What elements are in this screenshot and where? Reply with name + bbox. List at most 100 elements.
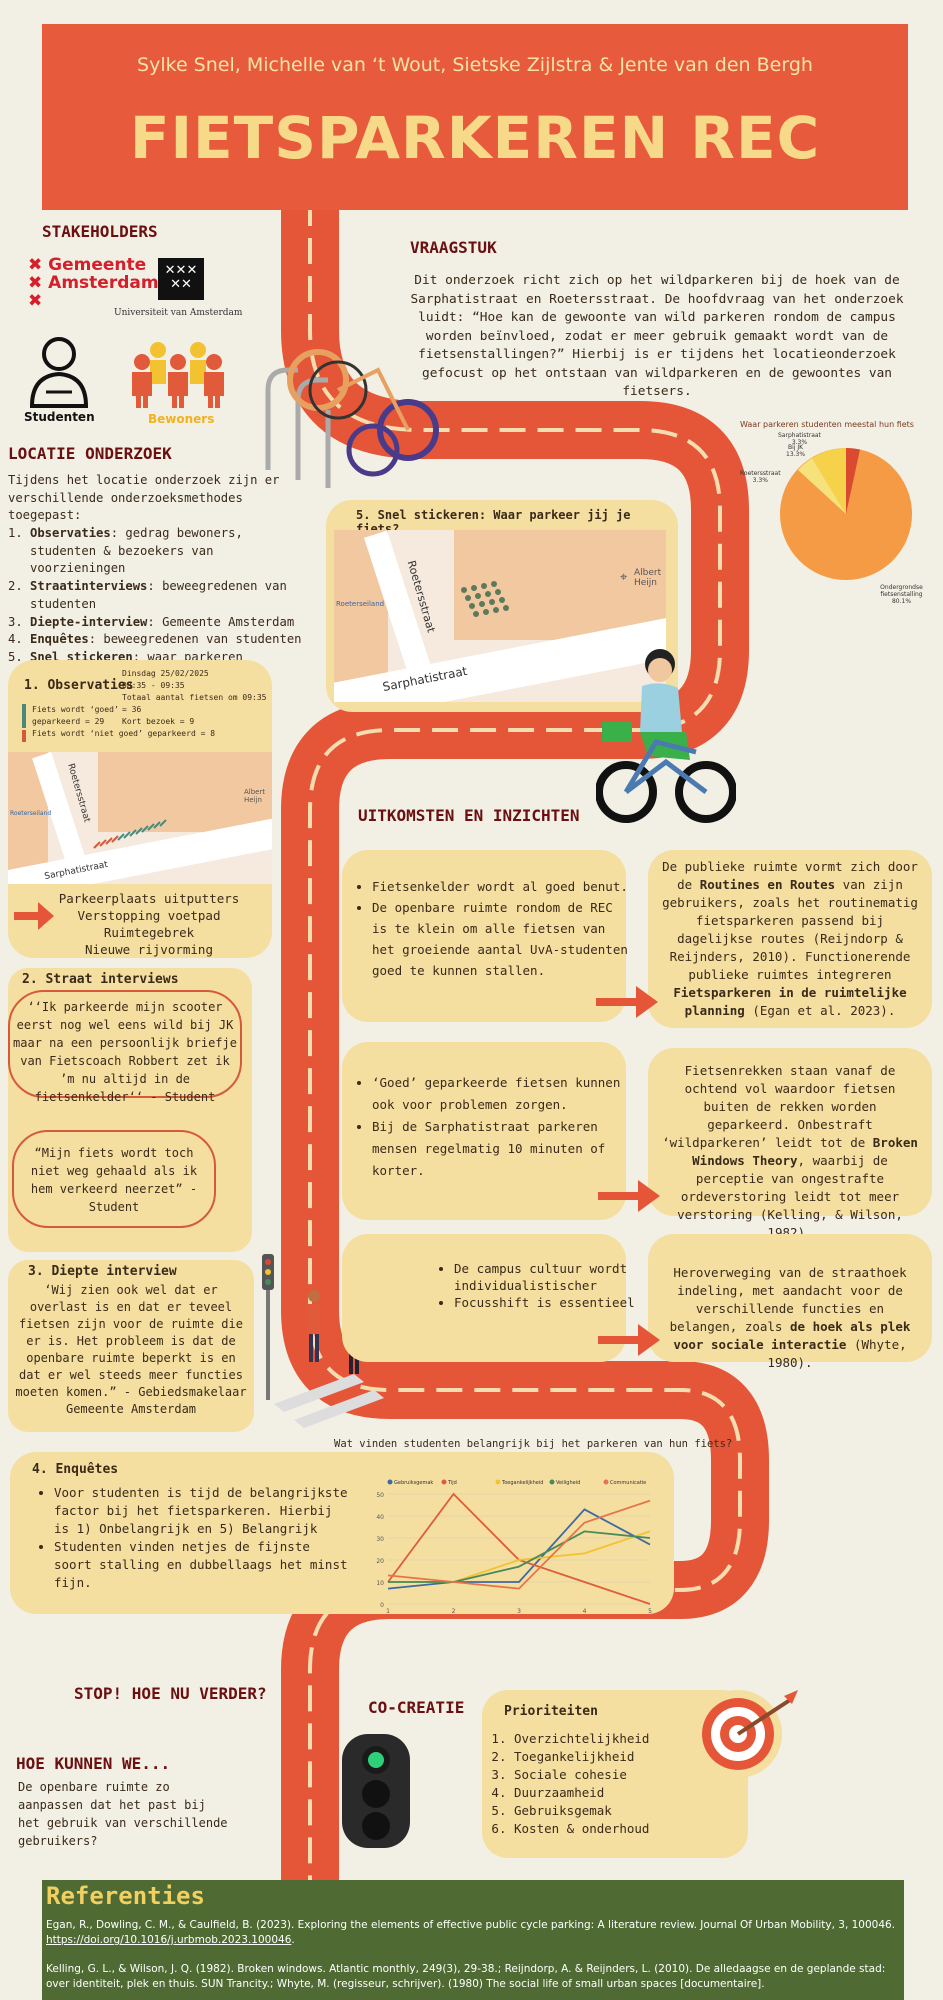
chart-title: Wat vinden studenten belangrijk bij het … (334, 1438, 733, 1450)
prioriteit-item: Toegankelijkheid (514, 1748, 754, 1766)
y-tick-label: 40 (376, 1514, 384, 1521)
prioriteiten-list: OverzichtelijkheidToegankelijkheidSocial… (492, 1730, 754, 1838)
insight-2-card: ‘Goed’ geparkeerde fietsen kunnen ook vo… (342, 1042, 626, 1220)
stop-heading: STOP! HOE NU VERDER? (74, 1684, 267, 1703)
interviews-card: 2. Straat interviews ‘‘Ik parkeerde mijn… (8, 968, 252, 1252)
vraagstuk-text: Dit onderzoek richt zich op het wildpark… (410, 273, 904, 400)
legend-label: Tijd (447, 1480, 457, 1486)
pie-slice-bij-jk (812, 448, 846, 514)
referenties-block: Referenties Egan, R., Dowling, C. M., & … (42, 1880, 904, 2000)
y-tick-label: 0 (380, 1602, 384, 1609)
referenties-heading: Referenties (46, 1882, 205, 1910)
legend-label: Gebruiksgemak (394, 1480, 433, 1486)
legend-marker (387, 1479, 393, 1485)
reference-1: Egan, R., Dowling, C. M., & Caulfield, B… (46, 1919, 896, 1946)
series-line (388, 1530, 651, 1583)
series-line (387, 1499, 651, 1590)
target-icon (694, 1690, 798, 1778)
legend-label: Veiligheid (556, 1480, 580, 1486)
poster-title: FIETSPARKEREN REC (129, 104, 821, 172)
x-tick-label: 1 (386, 1608, 390, 1615)
insight-1-card: Fietsenkelder wordt al goed benut.De ope… (342, 850, 628, 1022)
prioriteit-item: Overzichtelijkheid (514, 1730, 754, 1748)
diepte-title: 3. Diepte interview (28, 1264, 177, 1279)
student-icon (29, 337, 89, 408)
vraagstuk-heading: VRAAGSTUK (410, 238, 497, 257)
method-item: Observaties: gedrag bewoners, studenten … (30, 525, 313, 578)
x-tick-label: 2 (452, 1608, 456, 1615)
x-tick-label: 5 (648, 1608, 652, 1615)
observaties-bike-marks (93, 819, 167, 849)
legend-marker (441, 1479, 447, 1485)
insight-3-theory: Heroverweging van de straathoek indeling… (648, 1234, 932, 1370)
arrow-right-icon (598, 1180, 660, 1212)
hoe-text: De openbare ruimte zo aanpassen dat het … (18, 1780, 228, 1848)
pie-chart (780, 448, 912, 580)
observaties-map: Roetersstraat Sarphatistraat Roeterseila… (8, 752, 272, 884)
legend-marker (549, 1479, 555, 1485)
header-banner: Sylke Snel, Michelle van ‘t Wout, Sietsk… (42, 24, 908, 210)
x-mark-icon: ✖ (28, 273, 49, 293)
gemeente-logo: ✖ Gemeente ✖ Amsterdam ✖ (28, 255, 159, 311)
cocreatie-heading: CO-CREATIE (368, 1698, 465, 1717)
doi-link[interactable]: https://doi.org/10.1016/j.urbmob.2023.10… (46, 1934, 292, 1946)
insight-2-theory: Fietsenrekken staan vanaf de ochtend vol… (648, 1048, 932, 1240)
series-line (388, 1530, 651, 1583)
authors: Sylke Snel, Michelle van ‘t Wout, Sietsk… (137, 54, 813, 76)
legend-marker (603, 1479, 609, 1485)
sticker-card: 5. Snel stickeren: Waar parkeer jij je f… (326, 500, 678, 712)
residents-icon (132, 342, 224, 408)
diepte-card: 3. Diepte interview ‘Wij zien ook wel da… (8, 1260, 254, 1432)
map-pin-icon: ⌖ (620, 570, 628, 585)
stakeholders-heading: STAKEHOLDERS (42, 222, 158, 241)
arrow-right-icon (596, 986, 658, 1018)
prioriteit-item: Duurzaamheid (514, 1784, 754, 1802)
locatie-heading: LOCATIE ONDERZOEK (8, 444, 172, 463)
x-tick-label: 3 (517, 1608, 521, 1615)
uva-logo: ✕✕✕✕✕ (158, 258, 204, 300)
arrow-right-icon (598, 1324, 660, 1356)
enquetes-title: 4. Enquêtes (32, 1462, 119, 1477)
series-line (387, 1508, 651, 1590)
quote-bubble-1: ‘‘Ik parkeerde mijn scooter eerst nog we… (8, 990, 242, 1104)
uva-name: Universiteit van Amsterdam (114, 308, 243, 318)
insight-2-bullets: ‘Goed’ geparkeerde fietsen kunnen ook vo… (350, 1072, 630, 1182)
interviews-title: 2. Straat interviews (22, 972, 179, 987)
method-item: Diepte-interview: Gemeente Amsterdam (30, 614, 313, 632)
uitkomsten-heading: UITKOMSTEN EN INZICHTEN (358, 806, 580, 825)
hoe-heading: HOE KUNNEN WE... (16, 1754, 171, 1773)
quote-bubble-2: “Mijn fiets wordt toch niet weg gehaald … (12, 1130, 216, 1228)
studenten-label: Studenten (24, 410, 95, 424)
traffic-light-icon (342, 1734, 410, 1848)
prioriteit-item: Kosten & onderhoud (514, 1820, 754, 1838)
pie-title: Waar parkeren studenten meestal hun fiet… (740, 420, 914, 429)
prioriteit-item: Gebruiksgemak (514, 1802, 754, 1820)
sticker-map: Roetersstraat Sarphatistraat Roeterseila… (334, 530, 666, 702)
enquetes-card: 4. Enquêtes Voor studenten is tijd de be… (10, 1452, 674, 1614)
reference-2: Kelling, G. L., & Wilson, J. Q. (1982). … (46, 1963, 886, 1990)
insight-1-bullets: Fietsenkelder wordt al goed benut.De ope… (350, 876, 630, 981)
x-mark-icon: ✖ (28, 255, 49, 275)
insight-3-bullets: De campus cultuur wordt individualistisc… (432, 1260, 644, 1311)
pie-slice-sarphatistraat (846, 448, 860, 514)
prioriteit-item: Sociale cohesie (514, 1766, 754, 1784)
y-tick-label: 30 (376, 1536, 384, 1543)
y-tick-label: 20 (376, 1558, 384, 1565)
prioriteiten-title: Prioriteiten (504, 1704, 598, 1719)
legend-label: Communicatie (610, 1480, 646, 1486)
arrow-right-icon (14, 902, 54, 930)
y-tick-label: 10 (376, 1580, 384, 1587)
observaties-title: 1. Observaties (24, 678, 134, 693)
y-tick-label: 50 (376, 1492, 384, 1499)
x-mark-icon: ✖ (28, 291, 43, 311)
